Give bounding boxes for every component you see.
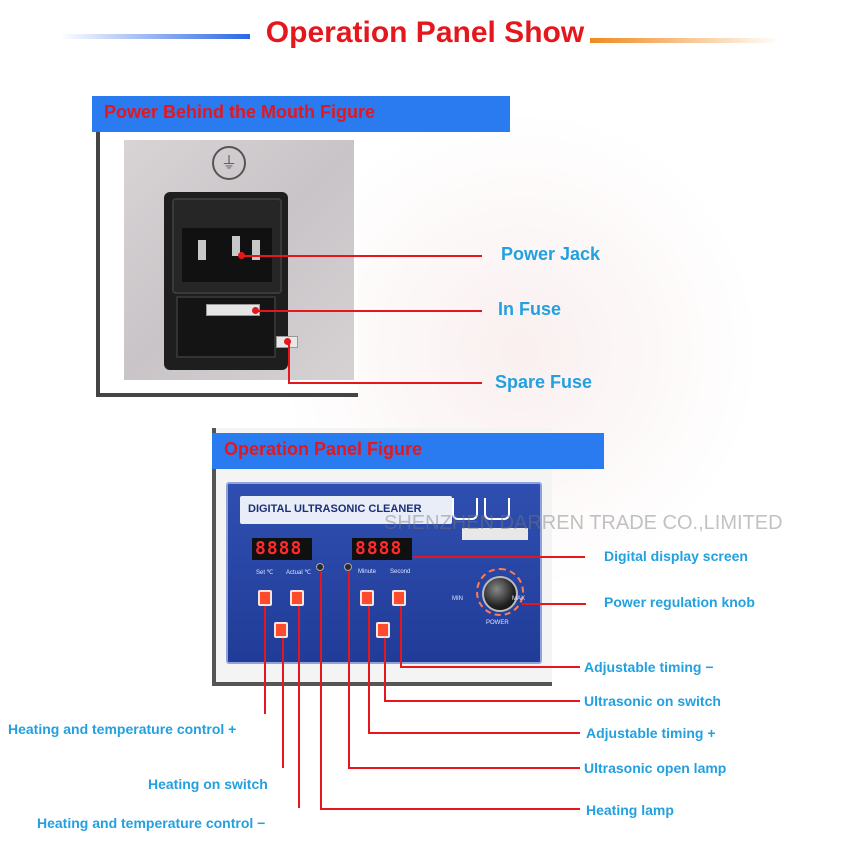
socket-pin	[232, 236, 240, 256]
timing-minus-button[interactable]	[392, 590, 406, 606]
socket-pin	[198, 240, 206, 260]
timing-plus-line-h	[368, 732, 580, 734]
timing-plus-line-v	[368, 606, 370, 733]
digital-display-line	[413, 556, 585, 558]
callout-digital-display: Digital display screen	[604, 548, 748, 564]
page-title: Operation Panel Show	[265, 16, 585, 49]
panel-section-banner: Operation Panel Figure	[212, 433, 604, 469]
callout-power-knob: Power regulation knob	[604, 594, 755, 610]
power-jack-line	[242, 255, 482, 257]
power-knob[interactable]	[482, 576, 518, 612]
brand-strip	[462, 528, 528, 540]
heat-minus-line	[298, 606, 300, 808]
callout-adj-timing-minus: Adjustable timing −	[584, 659, 714, 675]
power-knob-line	[522, 603, 586, 605]
timing-plus-button[interactable]	[360, 590, 374, 606]
callout-heating-on: Heating on switch	[148, 776, 268, 792]
company-watermark: SHENZHEN DARREN TRADE CO.,LIMITED	[384, 512, 783, 534]
label-set-temp: Set ℃	[256, 570, 274, 576]
callout-heat-temp-plus: Heating and temperature control +	[8, 721, 237, 737]
label-second: Second	[390, 569, 411, 575]
heating-on-line	[282, 638, 284, 768]
ultrasonic-on-line-v	[384, 638, 386, 701]
knob-label-max: MAX	[512, 596, 526, 602]
heat-plus-line	[264, 606, 266, 714]
spare-fuse-line-v	[288, 341, 290, 383]
heating-lamp	[316, 563, 324, 571]
ultrasonic-on-line-h	[384, 700, 580, 702]
callout-heat-temp-minus: Heating and temperature control −	[37, 815, 266, 831]
callout-in-fuse: In Fuse	[498, 299, 562, 319]
callout-ultrasonic-lamp: Ultrasonic open lamp	[584, 760, 727, 776]
callout-ultrasonic-on: Ultrasonic on switch	[584, 693, 721, 709]
time-display: 8888	[352, 538, 412, 560]
ground-symbol-icon: ⏚	[212, 146, 246, 180]
timing-minus-line-h	[400, 666, 580, 668]
ultrasonic-on-button[interactable]	[376, 622, 390, 638]
heat-temp-plus-button[interactable]	[258, 590, 272, 606]
spare-fuse-line-h	[288, 382, 482, 384]
bath-icon	[484, 498, 510, 520]
power-section-banner: Power Behind the Mouth Figure	[92, 96, 510, 132]
in-fuse-line	[256, 310, 482, 312]
heat-temp-minus-button[interactable]	[290, 590, 304, 606]
callout-spare-fuse: Spare Fuse	[495, 372, 593, 392]
heating-on-button[interactable]	[274, 622, 288, 638]
heating-lamp-line-v	[320, 572, 322, 809]
timing-minus-line-v	[400, 606, 402, 667]
heating-lamp-line-h	[320, 808, 580, 810]
title-decor-right	[590, 38, 780, 43]
title-decor-left	[60, 34, 250, 39]
ultrasonic-lamp	[344, 563, 352, 571]
power-jack-marker	[238, 252, 245, 259]
ultrasonic-lamp-line-v	[348, 572, 350, 768]
spare-fuse-marker	[284, 338, 291, 345]
knob-label-min: MIN	[452, 596, 463, 602]
panel-header-plate	[240, 496, 452, 524]
panel-header-text: DIGITAL ULTRASONIC CLEANER	[248, 503, 422, 515]
ultrasonic-lamp-line-h	[348, 767, 580, 769]
callout-heating-lamp: Heating lamp	[586, 802, 674, 818]
knob-scale	[476, 568, 524, 616]
temperature-display: 8888	[252, 538, 312, 560]
label-actual-temp: Actual ℃	[286, 570, 312, 576]
label-minute: Minute	[358, 569, 377, 575]
callout-adj-timing-plus: Adjustable timing +	[586, 725, 716, 741]
knob-label-power: POWER	[486, 620, 509, 626]
callout-power-jack: Power Jack	[501, 244, 601, 264]
in-fuse-marker	[252, 307, 259, 314]
socket-pin	[252, 240, 260, 260]
bath-icon	[452, 498, 478, 520]
